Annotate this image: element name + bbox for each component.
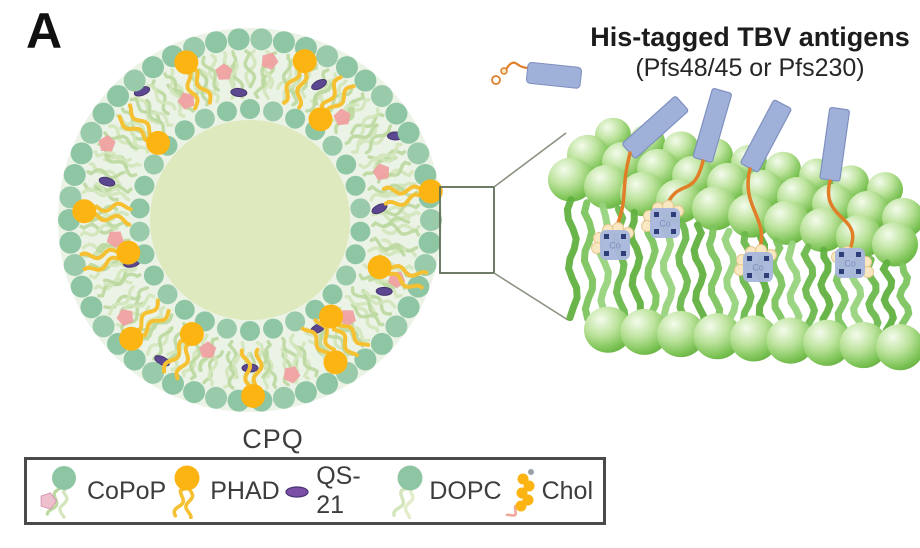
phad-lipid-icon xyxy=(382,179,443,208)
legend-item-copop: CoPoP xyxy=(37,463,166,519)
cobalt-label: Co xyxy=(844,259,856,269)
legend-box: CoPoP PHAD QS-21 DOPC Chol xyxy=(24,457,606,525)
legend-label: DOPC xyxy=(429,476,502,505)
phad-lipid-icon xyxy=(79,240,141,272)
phad-lipid-icon xyxy=(318,304,371,358)
phad-lipid-icon xyxy=(367,255,429,290)
copop-cobalt-porphyrin-icon: Co xyxy=(641,200,684,238)
phad-lipid-icon xyxy=(308,75,356,132)
cobalt-label: Co xyxy=(752,263,764,273)
antigen-callout: His-tagged TBV antigens (Pfs48/45 or Pfs… xyxy=(583,22,917,83)
qs21-saponin-icon xyxy=(285,486,309,498)
cholesterol-icon xyxy=(505,469,535,517)
qs21-saponin-icon xyxy=(98,176,116,187)
zoom-region-rect xyxy=(439,186,495,274)
legend-item-qs21: QS-21 xyxy=(280,462,386,520)
legend-label: PHAD xyxy=(210,476,280,505)
dopc-lipid-icon xyxy=(392,465,423,519)
phad-lipid-icon xyxy=(300,318,348,375)
antigen-title: His-tagged TBV antigens xyxy=(590,22,910,52)
his-tagged-antigen-icon xyxy=(491,61,583,89)
phad-lipid-icon xyxy=(239,347,266,408)
legend-label: CoPoP xyxy=(87,476,167,505)
tbv-antigen-icon xyxy=(622,96,689,159)
legend-item-chol: Chol xyxy=(502,463,593,519)
legend-label: QS-21 xyxy=(316,462,361,519)
panel-label: A xyxy=(26,3,63,59)
cobalt-label: Co xyxy=(659,219,671,229)
his-tag-linker xyxy=(826,179,855,251)
qs21-saponin-icon xyxy=(375,286,393,296)
qs21-saponin-icon xyxy=(311,78,327,91)
copop-lipid-icon xyxy=(40,466,76,519)
legend-label: Chol xyxy=(541,476,593,505)
phad-lipid-icon xyxy=(161,322,204,381)
phad-lipid-icon xyxy=(282,49,317,110)
his-tag-linker xyxy=(746,167,764,255)
phad-lipid-icon xyxy=(174,50,213,111)
his-tag-linker xyxy=(613,151,632,233)
zoom-connector-top xyxy=(493,132,567,188)
phad-lipid-icon xyxy=(117,103,171,155)
liposome-diagram xyxy=(58,28,443,412)
phad-lipid-icon xyxy=(119,298,171,351)
phad-lipid-icon xyxy=(172,465,200,519)
copop-cobalt-porphyrin-icon: Co xyxy=(831,246,874,278)
copop-cobalt-porphyrin-icon: Co xyxy=(591,222,634,260)
phad-lipid-icon xyxy=(72,199,133,227)
antigen-subtitle: (Pfs48/45 or Pfs230) xyxy=(635,54,865,83)
cobalt-label: Co xyxy=(609,241,621,251)
legend-item-dopc: DOPC xyxy=(385,463,502,519)
copop-cobalt-porphyrin-icon: Co xyxy=(734,244,777,282)
zoom-connector-bottom xyxy=(493,272,569,321)
liposome-name-label: CPQ xyxy=(242,424,304,454)
qs21-saponin-icon xyxy=(230,87,248,98)
legend-item-phad: PHAD xyxy=(166,463,280,519)
